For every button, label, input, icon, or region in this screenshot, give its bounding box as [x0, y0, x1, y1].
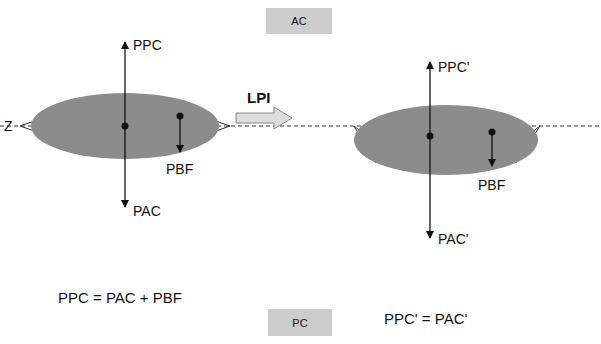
- force-label: PBF: [166, 162, 193, 176]
- force-arrow: [429, 136, 430, 238]
- chamber-box: AC: [266, 8, 332, 34]
- force-label: PAC': [438, 232, 468, 246]
- zone-label: Z: [4, 119, 13, 133]
- equation: PPC' = PAC': [384, 311, 467, 326]
- force-label: PPC: [133, 38, 162, 52]
- box-label: PC: [292, 317, 307, 329]
- pbf-dot: [177, 113, 184, 120]
- center-dot: [122, 123, 129, 130]
- force-label: PBF: [478, 178, 505, 192]
- box-label: AC: [291, 15, 306, 27]
- equation: PPC = PAC + PBF: [58, 290, 182, 305]
- force-arrow: [124, 126, 125, 207]
- lens-ellipse: [354, 105, 538, 175]
- pbf-arrow: [491, 132, 492, 166]
- center-dot: [427, 133, 434, 140]
- block-arrow: [236, 107, 292, 129]
- force-arrow: [124, 42, 125, 126]
- pbf-arrow: [179, 116, 180, 152]
- pbf-dot: [489, 129, 496, 136]
- force-label: PAC: [133, 204, 161, 218]
- force-arrow: [429, 62, 430, 136]
- chamber-box: PC: [268, 309, 332, 336]
- procedure-label: LPI: [247, 90, 270, 105]
- force-label: PPC': [438, 60, 469, 74]
